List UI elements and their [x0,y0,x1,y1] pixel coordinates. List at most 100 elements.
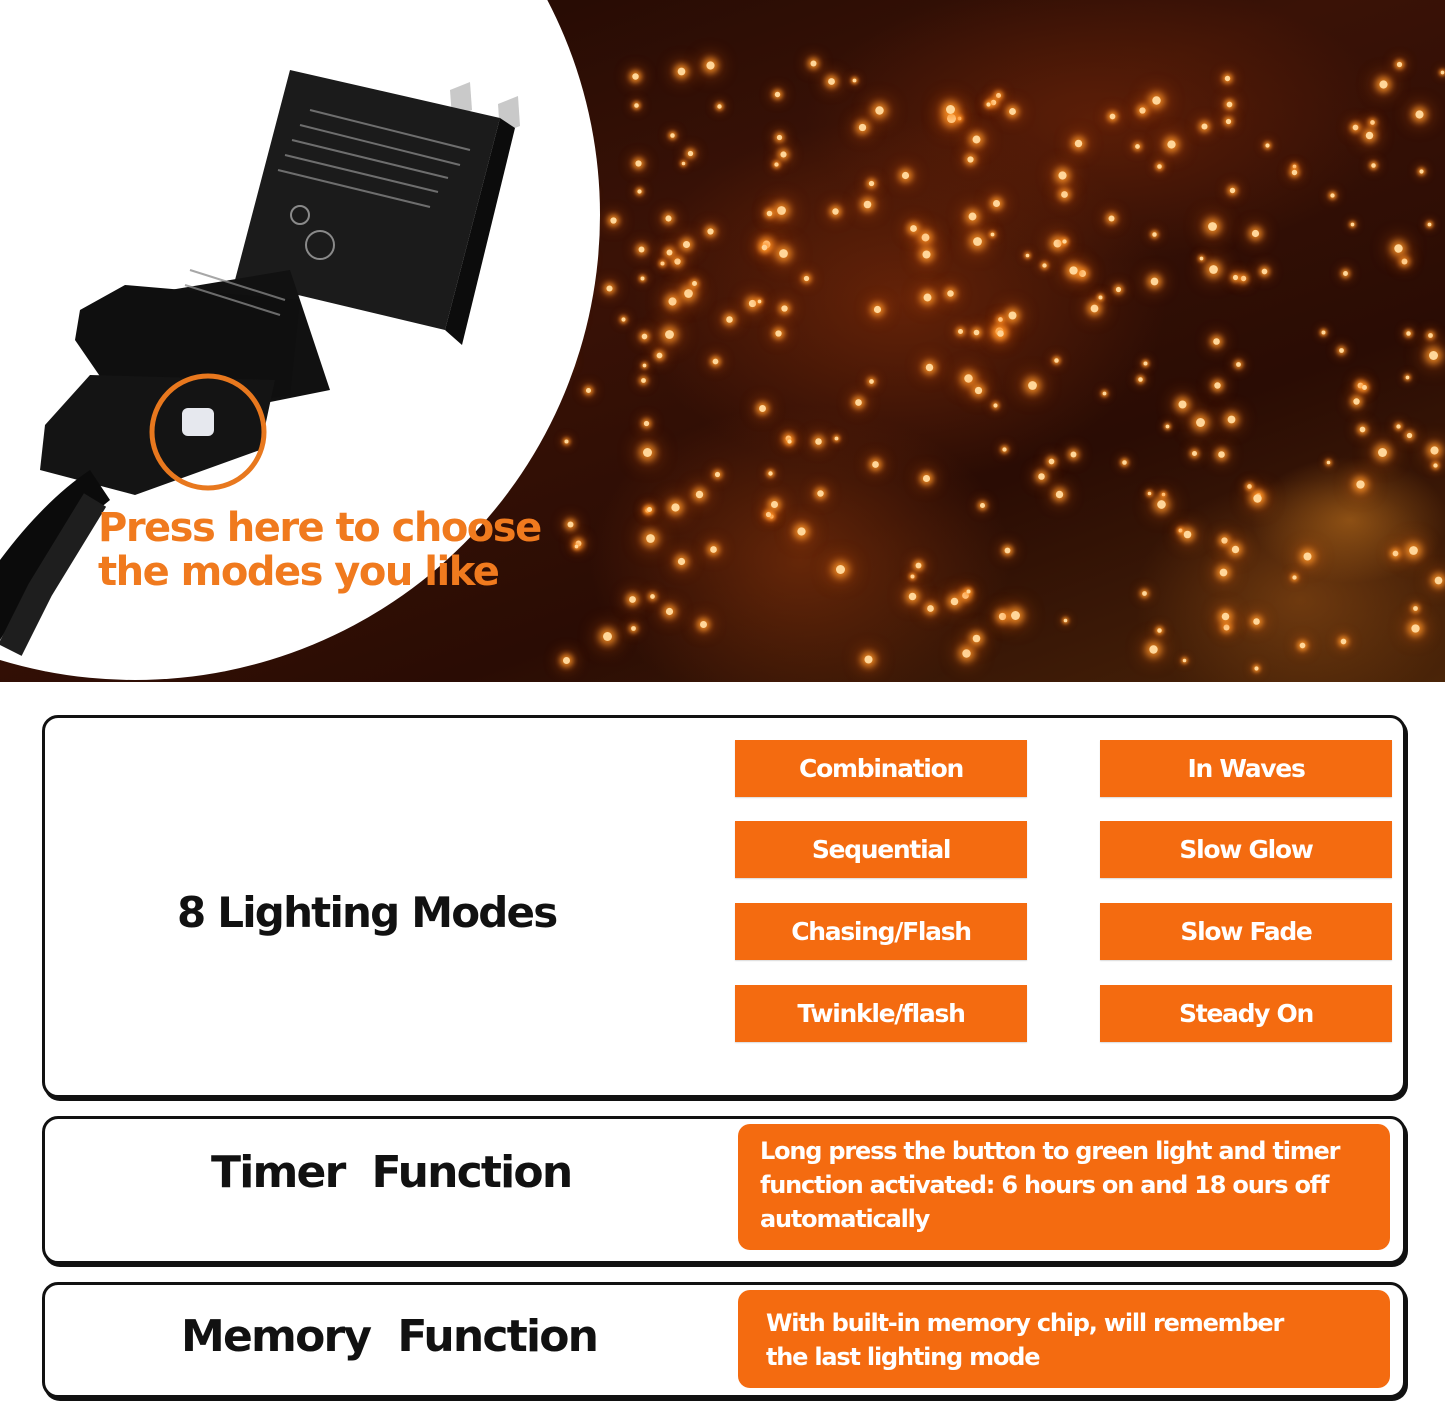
mode-in-waves: In Waves [1100,740,1392,797]
light-bulb-icon [1365,131,1374,139]
light-bulb-icon [785,435,792,442]
light-bulb-icon [1191,450,1197,456]
light-bulb-icon [1214,381,1221,389]
light-bulb-icon [637,189,642,195]
light-bulb-icon [674,258,682,266]
light-bulb-icon [650,594,655,599]
light-bulb-icon [771,500,779,508]
mode-chasing-flash: Chasing/Flash [735,903,1027,960]
light-bulb-icon [775,330,782,338]
light-bulb-icon [922,250,931,259]
light-bulb-icon [832,208,839,215]
light-bulb-icon [1182,658,1187,663]
light-bulb-icon [1406,330,1412,336]
light-bulb-icon [1342,271,1348,277]
light-bulb-icon [691,280,697,286]
light-bulb-icon [575,540,582,547]
memory-description: With built-in memory chip, will remember… [738,1290,1390,1388]
light-bulb-icon [1209,265,1219,274]
timer-description: Long press the button to green light and… [738,1124,1390,1250]
light-bulb-icon [1427,223,1432,227]
light-bulb-icon [922,475,930,483]
light-bulb-icon [973,634,981,643]
mode-slow-glow: Slow Glow [1100,821,1392,878]
light-bulb-icon [1413,606,1418,611]
light-bulb-icon [1212,338,1220,346]
light-bulb-icon [1251,230,1259,238]
light-bulb-icon [1063,619,1068,623]
light-bulb-icon [1109,113,1116,120]
light-bulb-icon [1226,119,1232,125]
light-bulb-icon [1357,382,1364,389]
light-bulb-icon [1147,491,1152,496]
light-bulb-icon [1326,460,1330,465]
light-bulb-icon [961,592,969,600]
power-adapter-icon [0,70,520,656]
light-bulb-icon [768,471,773,476]
light-bulb-icon [1393,550,1399,556]
light-bulb-icon [726,315,734,323]
light-bulb-icon [681,162,686,166]
light-bulb-icon [665,215,672,222]
mode-combination: Combination [735,740,1027,797]
light-bulb-icon [1055,490,1064,498]
light-bulb-icon [875,106,884,115]
light-bulb-icon [774,162,780,168]
light-bulb-icon [863,201,871,209]
light-bulb-icon [1217,450,1225,458]
light-bulb-icon [1010,610,1020,620]
light-bulb-icon [993,200,1001,208]
memory-description-line: the last lighting mode [766,1343,1041,1371]
light-bulb-icon [762,244,768,251]
light-bulb-icon [1377,447,1387,457]
light-bulb-icon [780,305,788,312]
light-bulb-icon [1070,452,1077,458]
light-bulb-icon [1178,528,1183,533]
light-bulb-icon [947,113,957,123]
light-bulb-icon [923,293,932,302]
light-bulb-icon [603,631,613,641]
light-bulb-icon [610,216,617,224]
light-bulb-icon [997,330,1005,338]
light-bulb-icon [665,608,673,616]
light-bulb-icon [1396,424,1401,429]
light-bulb-icon [925,363,934,371]
light-bulb-icon [1151,277,1159,286]
light-bulb-icon [1339,348,1344,354]
light-bulb-icon [621,317,626,322]
light-bulb-icon [1038,472,1046,480]
mode-steady-on: Steady On [1100,985,1392,1042]
light-bulb-icon [1435,577,1443,585]
light-bulb-icon [660,261,665,266]
light-bulb-icon [946,105,956,114]
light-bulb-icon [640,378,646,383]
light-bulb-icon [1428,350,1438,360]
light-bulb-icon [834,437,839,441]
light-bulb-icon [780,151,787,158]
light-bulb-icon [646,534,656,544]
light-bulb-icon [666,250,672,256]
light-bulb-icon [817,489,824,497]
light-bulb-icon [968,212,977,221]
light-bulb-icon [910,574,915,579]
light-bulbs [0,0,1445,682]
light-bulb-icon [973,329,980,336]
light-bulb-icon [665,330,675,339]
light-bulb-icon [1135,144,1141,149]
light-bulb-icon [759,405,767,412]
light-bulb-icon [706,61,715,70]
light-bulb-icon [1008,311,1017,320]
mode-grid: Combination In Waves Sequential Slow Glo… [735,740,1393,1042]
light-bulb-icon [995,92,1001,98]
light-bulb-icon [638,246,645,253]
light-bulb-icon [915,562,922,569]
light-bulb-icon [1143,361,1148,366]
light-bulb-icon [1359,426,1366,432]
memory-description-line: With built-in memory chip, will remember [766,1309,1284,1337]
mode-slow-fade: Slow Fade [1100,903,1392,960]
timer-function-title: Timer Function [211,1147,573,1198]
button-highlight-ring-icon [149,373,267,491]
light-bulb-icon [1002,447,1007,452]
light-bulb-icon [709,545,717,553]
light-bulb-icon [716,104,722,109]
